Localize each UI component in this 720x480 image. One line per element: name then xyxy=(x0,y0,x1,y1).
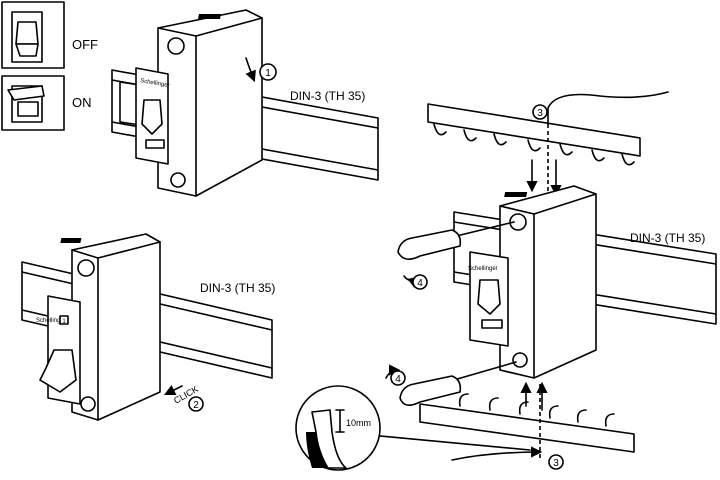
step3-bottom-number: 3 xyxy=(553,458,559,469)
off-switch-icon xyxy=(1,1,65,69)
step1-arrow xyxy=(245,57,256,83)
screwdriver-top xyxy=(397,221,515,260)
breaker-top: Schellinger xyxy=(135,9,263,197)
panel-mount-bottom: Schellinger 1 DIN-3 (TH 35) CLICK 2 xyxy=(21,233,275,421)
rail-label-right: DIN-3 (TH 35) xyxy=(630,231,705,245)
rating-badge-text: 1 xyxy=(62,319,66,325)
brand-label-top: Schellinger xyxy=(140,78,170,89)
step3-bottom-badge xyxy=(548,454,564,470)
screwdriver-bottom xyxy=(399,361,517,406)
switch-legend: OFF ON xyxy=(1,1,98,131)
panel-wiring: 3 DIN-3 (TH 35) Schellinger xyxy=(385,91,717,470)
rail-label-top: DIN-3 (TH 35) xyxy=(290,89,365,103)
step1-badge xyxy=(259,63,277,81)
step3-top-number: 3 xyxy=(537,108,543,119)
wire-strip-detail: 10mm xyxy=(295,385,531,471)
step4-bottom-badge xyxy=(390,370,406,386)
breaker-right: Schellinger xyxy=(468,185,597,379)
step2-badge xyxy=(188,396,204,412)
busbar-bottom xyxy=(419,393,635,453)
step3-top-badge xyxy=(532,104,548,120)
step4-top-badge xyxy=(412,274,428,290)
step2-number: 2 xyxy=(193,400,199,411)
click-arrow xyxy=(163,384,183,396)
step4-top-number: 4 xyxy=(417,278,423,289)
off-label: OFF xyxy=(72,37,98,52)
on-switch-icon xyxy=(1,75,65,131)
brand-label-right: Schellinger xyxy=(468,266,498,272)
detail-leader-line xyxy=(379,435,531,451)
breaker-middle: Schellinger 1 xyxy=(36,233,161,421)
busbar-top xyxy=(427,103,641,166)
rail-label-middle: DIN-3 (TH 35) xyxy=(200,281,275,295)
panel-mount-top: Schellinger 1 DIN-3 (TH 35) xyxy=(111,9,379,197)
rating-badge xyxy=(59,315,69,325)
brand-label-middle: Schellinger xyxy=(36,318,66,324)
feed-cable-top xyxy=(547,91,669,125)
rotate-arrow-bottom xyxy=(385,364,401,379)
strip-length-label: 10mm xyxy=(346,418,371,428)
step4-bottom-number: 4 xyxy=(395,374,401,385)
on-label: ON xyxy=(72,95,92,110)
feed-cable-bottom xyxy=(451,446,543,461)
step1-number: 1 xyxy=(265,68,271,79)
